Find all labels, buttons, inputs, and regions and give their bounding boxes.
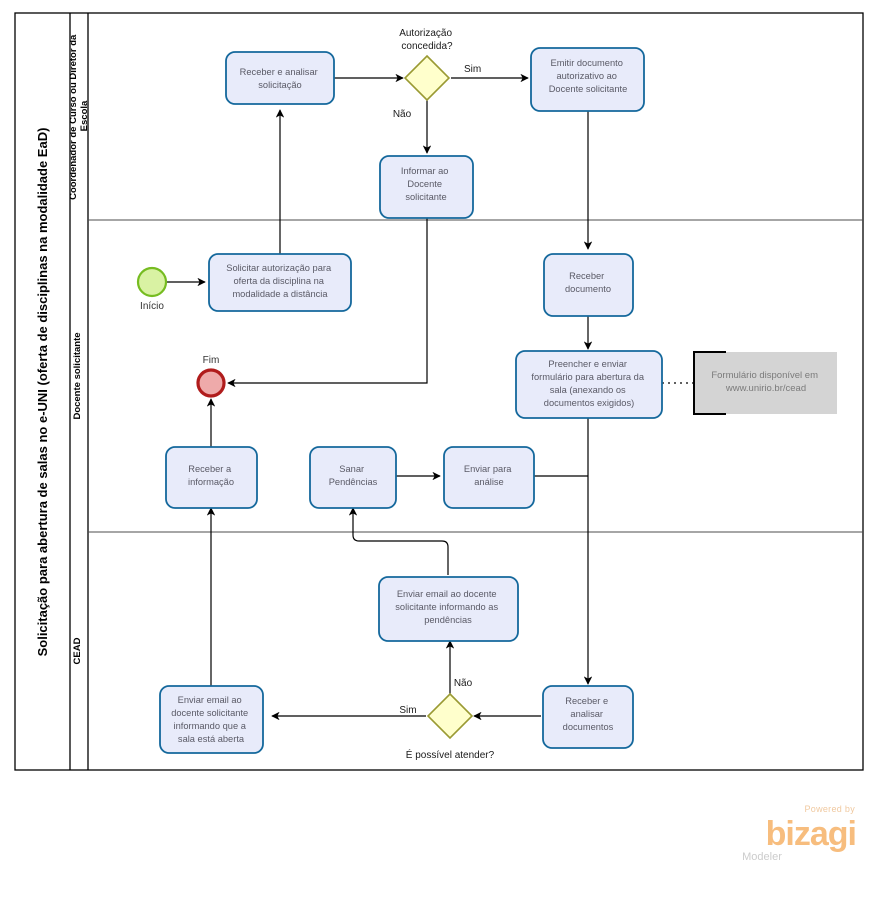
task-enviar-email-pendencias[interactable]: Enviar email ao docente solicitante info… — [378, 576, 519, 642]
task-informar-docente[interactable]: Informar ao Docente solicitante — [379, 155, 474, 219]
task-line: analisar — [570, 709, 603, 719]
task-line: Enviar email ao — [178, 695, 242, 705]
svg-text:Informar ao Docente: Informar ao Docente solicitante — [401, 166, 451, 202]
svg-text:Emitir documento autoriz: Emitir documento autorizativo ao Docente… — [549, 58, 628, 94]
sequence-flows — [166, 73, 593, 721]
task-line: análise — [474, 477, 503, 487]
svg-text:Receber e analisar soli: Receber e analisar solicitação — [240, 67, 321, 90]
svg-text:Enviar para análise: Enviar para análise — [464, 464, 514, 487]
task-line: pendências — [424, 615, 472, 625]
task-line: Emitir documento — [551, 58, 623, 68]
powered-by-label: Powered by — [804, 804, 855, 814]
task-line: Sanar — [339, 464, 364, 474]
task-emitir-documento[interactable]: Emitir documento autorizativo ao Docente… — [530, 47, 645, 112]
task-solicitar-autorizacao[interactable]: Solicitar autorização para oferta da dis… — [208, 253, 352, 312]
task-line: modalidade a distância — [232, 289, 328, 299]
task-line: Docente solicitante — [549, 84, 628, 94]
task-line: autorizativo ao — [556, 71, 616, 81]
task-line: documentos — [563, 722, 614, 732]
task-line: documentos exigidos) — [544, 398, 634, 408]
lane-title-cead: CEAD — [72, 637, 83, 664]
svg-text:Enviar email ao docente: Enviar email ao docente solicitante info… — [171, 695, 251, 744]
gateway-atender-label: É possível atender? — [406, 748, 495, 761]
task-preencher-enviar-formulario[interactable]: Preencher e enviar formulário para abert… — [515, 350, 663, 419]
flow-label-autorizacao-sim: Sim — [464, 64, 481, 75]
flow-label-atender-sim: Sim — [399, 705, 416, 716]
flow-label-atender-nao: Não — [454, 678, 473, 689]
task-line: docente solicitante — [171, 708, 248, 718]
svg-text:Receber a informação: Receber a informação — [188, 464, 234, 487]
task-line: Receber a — [188, 464, 232, 474]
start-event-label: Início — [140, 301, 164, 312]
end-event[interactable] — [196, 368, 226, 398]
task-line: formulário para abertura da — [531, 372, 644, 382]
annotation-line: www.unirio.br/cead — [725, 383, 806, 394]
svg-text:Preencher e enviar formu: Preencher e enviar formulário para abert… — [531, 359, 646, 408]
task-line: sala (anexando os — [550, 385, 626, 395]
svg-text:Receber e analisar: Receber e analisar documentos — [563, 696, 614, 732]
start-event[interactable] — [136, 266, 168, 298]
task-line: solicitação — [258, 80, 301, 90]
svg-text:Formulário disponível em: Formulário disponível em www.unirio.br/c… — [711, 370, 820, 394]
svg-text:Sanar Pendências: Sanar Pendências — [329, 464, 378, 487]
task-line: informação — [188, 477, 234, 487]
task-line: Receber e — [565, 696, 608, 706]
flow-informar-to-fim — [227, 218, 428, 388]
task-line: solicitante informando as — [395, 602, 498, 612]
task-receber-analisar-solicitacao[interactable]: Receber e analisar solicitação — [225, 51, 335, 105]
bizagi-logo-text: bizagi — [766, 815, 856, 853]
task-line: Receber e analisar — [240, 67, 318, 77]
annotation-line: Formulário disponível em — [711, 370, 818, 381]
task-line: solicitante — [405, 192, 446, 202]
svg-text:Enviar email ao docente: Enviar email ao docente solicitante info… — [395, 589, 500, 625]
flow-email-pendencias-to-sanar — [348, 507, 449, 575]
task-line: Docente — [407, 179, 442, 189]
task-receber-documento[interactable]: Receber documento — [543, 253, 634, 317]
task-line: Informar ao — [401, 166, 449, 176]
pool-frame — [14, 12, 864, 771]
gateway-possivel-atender[interactable] — [426, 692, 474, 740]
gateway-autorizacao-concedida[interactable] — [403, 54, 451, 102]
task-line: documento — [565, 284, 611, 294]
task-sanar-pendencias[interactable]: Sanar Pendências — [309, 446, 397, 509]
task-line: Preencher e enviar — [548, 359, 627, 369]
annotation-formulario: Formulário disponível em www.unirio.br/c… — [693, 351, 837, 415]
bizagi-branding: Powered by bizagi Modeler — [742, 804, 857, 863]
task-receber-analisar-documentos[interactable]: Receber e analisar documentos — [542, 685, 634, 749]
task-enviar-para-analise[interactable]: Enviar para análise — [443, 446, 535, 509]
lane-title-docente: Docente solicitante — [72, 332, 83, 419]
task-line: oferta da disciplina na — [233, 276, 324, 286]
task-line: Enviar para — [464, 464, 512, 474]
end-event-label: Fim — [203, 355, 220, 366]
task-line: Solicitar autorização para — [226, 263, 332, 273]
svg-text:Solicitar autorização para: Solicitar autorização para oferta da dis… — [226, 263, 334, 299]
task-line: Enviar email ao docente — [397, 589, 497, 599]
task-receber-informacao[interactable]: Receber a informação — [165, 446, 258, 509]
task-line: informando que a — [174, 721, 247, 731]
task-line: Pendências — [329, 477, 378, 487]
task-line: sala está aberta — [178, 734, 245, 744]
flow-label-autorizacao-nao: Não — [393, 109, 412, 120]
lane-title-coordenador: Coordenador de Curso ou Diretor da Escol… — [68, 32, 90, 200]
pool-title: Solicitação para abertura de salas no e-… — [35, 128, 50, 657]
gateway-autorizacao-label: Autorização concedida? — [399, 28, 455, 52]
task-line: Receber — [569, 271, 604, 281]
bizagi-product-label: Modeler — [742, 851, 782, 863]
svg-text:Receber documento: Receber documento — [565, 271, 611, 294]
task-enviar-email-sala-aberta[interactable]: Enviar email ao docente solicitante info… — [159, 685, 264, 754]
